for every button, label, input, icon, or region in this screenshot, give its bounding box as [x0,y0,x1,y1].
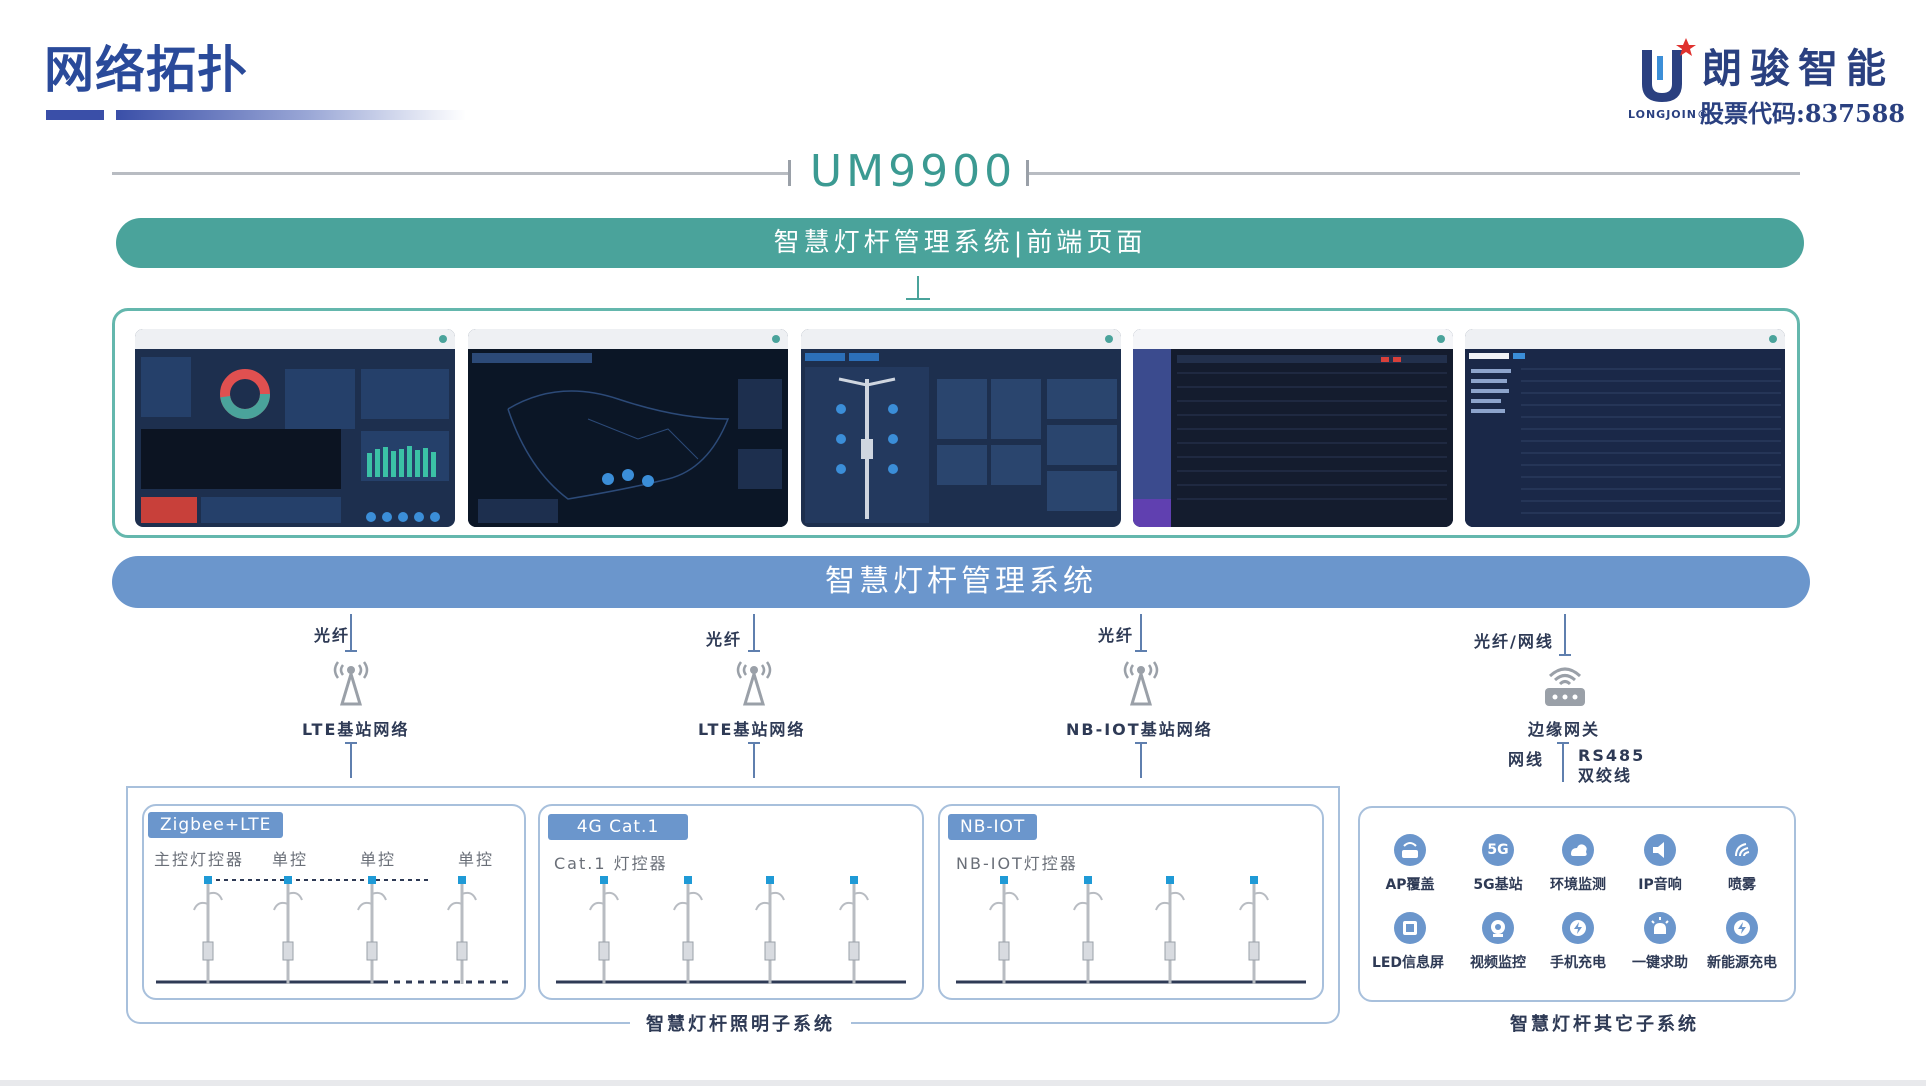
lighting-subsystem-top-border [126,786,1340,788]
link-label-4: 光纤/网线 [1474,632,1554,651]
cat1-label: Cat.1 灯控器 [554,854,668,873]
management-system-banner: 智慧灯杆管理系统 [112,556,1810,608]
network-label-1: LTE基站网络 [302,720,410,739]
network-label-3: NB-IOT基站网络 [1066,720,1213,739]
feature-label-led: LED信息屏 [1371,955,1445,971]
feature-label-camera: 视频监控 [1470,955,1526,971]
led-screen-icon [1394,912,1426,944]
5g-icon: 5G [1482,834,1514,866]
link-label-3: 光纤 [1098,626,1135,645]
frontend-connector-cap [906,298,930,300]
logo-name: 朗骏智能 [1702,45,1894,92]
link-label-2: 光纤 [706,630,743,649]
product-title: UM9900 [809,146,1017,197]
nbiot-poles [956,874,1306,986]
link-line-4 [1564,614,1566,654]
gateway-link-ethernet: 网线 [1508,750,1545,769]
um-title-tick-left [788,160,791,186]
network-line-3 [1140,742,1142,778]
gateway-cap [1557,742,1569,744]
zigbee-tag: Zigbee+LTE [148,812,284,838]
ev-charging-icon [1726,912,1758,944]
feature-label-phone-charging: 手机充电 [1550,955,1606,971]
link-line-3 [1140,614,1142,650]
screenshot-data-table[interactable] [1465,329,1785,527]
link-label-1: 光纤 [314,626,351,645]
nbiot-label: NB-IOT灯控器 [956,854,1078,873]
nbiot-tag: NB-IOT [948,814,1038,840]
gateway-icon [1545,667,1585,706]
feature-label-ap: AP覆盖 [1385,877,1435,893]
zigbee-label-single-3: 单控 [458,850,495,869]
router-icon [1394,834,1426,866]
other-subsystem-box [1358,806,1796,1002]
antenna-tower-icon [1123,661,1159,706]
link-cap-1 [345,650,357,652]
title-underline-gradient [116,110,466,120]
antenna-tower-icon [736,661,772,706]
network-cap-3 [1135,742,1147,744]
other-subsystem-caption: 智慧灯杆其它子系统 [1494,1010,1715,1036]
antenna-tower-icon [333,661,369,706]
speaker-icon [1644,834,1676,866]
gateway-link-rs485: RS485 双绞线 [1578,746,1646,785]
feature-label-ev-charging: 新能源充电 [1707,955,1777,971]
screenshot-pole-control[interactable] [801,329,1121,527]
network-label-2: LTE基站网络 [698,720,806,739]
frontend-connector [917,276,919,298]
lighting-subsystem-caption: 智慧灯杆照明子系统 [630,1010,851,1036]
link-cap-2 [748,650,760,652]
feature-label-environment: 环境监测 [1550,877,1606,893]
network-cap-1 [345,742,357,744]
zigbee-poles [156,874,512,986]
spray-icon [1726,834,1758,866]
um-title-rule-right [1028,172,1800,175]
zigbee-subsystem [142,804,526,1000]
link-cap-4 [1559,654,1571,656]
screenshot-dashboard[interactable] [135,329,455,527]
logo-icon [1642,38,1696,102]
slide-bottom-edge [0,1080,1926,1086]
stock-code: 股票代码:837588 [1700,99,1906,128]
zigbee-label-single-2: 单控 [360,850,397,869]
zigbee-label-main: 主控灯控器 [154,850,245,869]
logo-latin-name: LONGJOIN® [1628,108,1709,121]
screenshot-map[interactable] [468,329,788,527]
link-line-2 [753,614,755,650]
network-cap-2 [748,742,760,744]
feature-label-5g: 5G基站 [1473,877,1523,893]
camera-icon [1482,912,1514,944]
cat1-poles [556,874,906,986]
um-title-rule-left [112,172,788,175]
feature-label-speaker: IP音响 [1638,877,1682,893]
title-underline-accent [46,110,104,120]
link-cap-3 [1135,650,1147,652]
network-label-4: 边缘网关 [1528,720,1601,739]
network-line-2 [753,742,755,778]
weather-icon [1562,834,1594,866]
page-title: 网络拓扑 [44,41,248,99]
gateway-line [1562,742,1564,782]
feature-label-spray: 喷雾 [1728,877,1756,893]
frontend-screenshots-panel [112,308,1800,538]
cat1-subsystem [538,804,924,1000]
link-line-1 [350,614,352,650]
alarm-icon [1644,912,1676,944]
cat1-tag: 4G Cat.1 [548,814,688,840]
frontend-pages-banner: 智慧灯杆管理系统|前端页面 [116,218,1804,268]
um-title-tick-right [1026,160,1029,186]
nbiot-subsystem [938,804,1324,1000]
network-line-1 [350,742,352,778]
charging-icon [1562,912,1594,944]
screenshot-device-list[interactable] [1133,329,1453,527]
zigbee-label-single-1: 单控 [272,850,309,869]
feature-label-emergency: 一键求助 [1632,955,1688,971]
